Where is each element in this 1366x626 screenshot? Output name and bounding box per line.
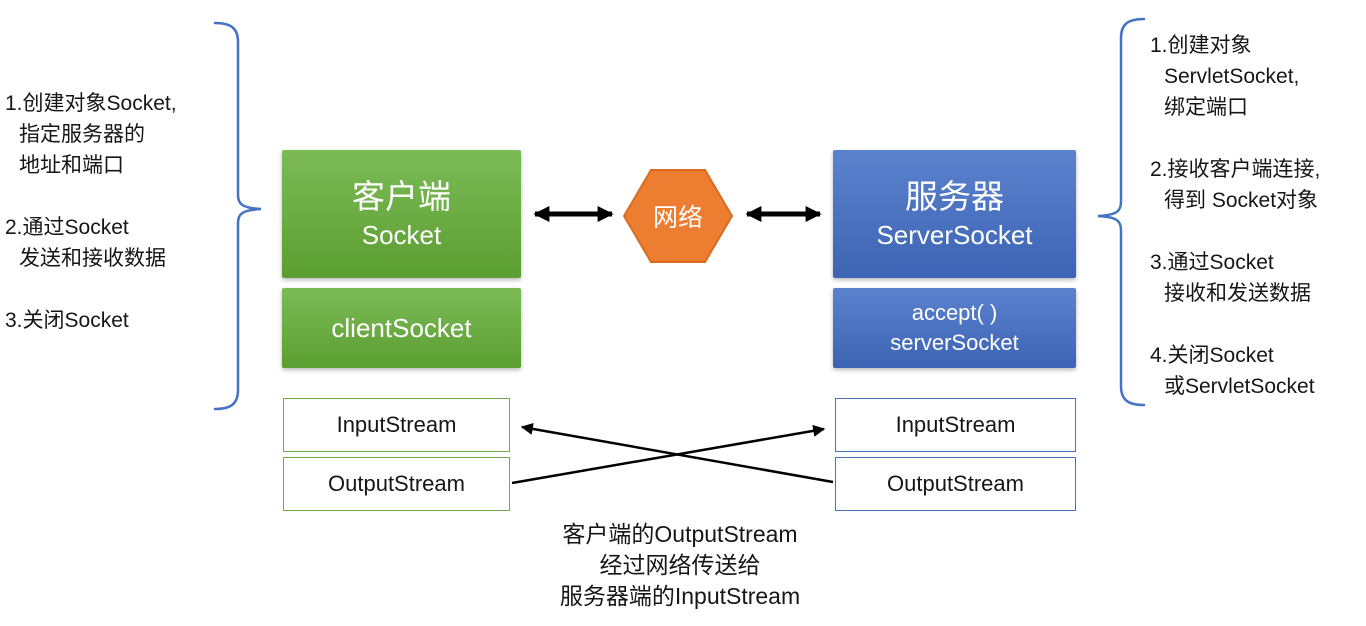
stream-flow-caption: 客户端的OutputStream 经过网络传送给 服务器端的InputStrea…: [460, 519, 900, 612]
note-line: 地址和端口: [19, 154, 124, 177]
caption-line-3: 服务器端的InputStream: [559, 583, 801, 609]
note-line: ServletSocket,: [1164, 65, 1300, 88]
client-step-3: 3.关闭Socket: [5, 305, 235, 336]
client-socket-box: clientSocket: [282, 288, 521, 368]
arrow-server-output-to-client-input: [520, 422, 834, 484]
right-brace: [1097, 17, 1146, 407]
server-box-title: 服务器: [905, 178, 1004, 215]
client-inputstream-label: InputStream: [336, 412, 457, 437]
client-socket-label: clientSocket: [331, 313, 472, 343]
server-step-4: 4.关闭Socket 或ServletSocket: [1150, 340, 1366, 402]
server-outputstream-box: OutputStream: [835, 457, 1076, 511]
server-socket-box: accept( ) serverSocket: [833, 288, 1076, 368]
client-step-1: 1.创建对象Socket, 指定服务器的 地址和端口: [5, 88, 235, 181]
client-outputstream-label: OutputStream: [328, 471, 465, 496]
server-outputstream-label: OutputStream: [887, 471, 1024, 496]
server-accept-label: accept( ): [911, 300, 998, 325]
note-line: 3.关闭Socket: [5, 309, 129, 332]
network-label: 网络: [652, 204, 703, 232]
note-line: 接收和发送数据: [1164, 282, 1311, 305]
arrow-client-output-to-server-input: [511, 424, 826, 485]
client-step-2: 2.通过Socket 发送和接收数据: [5, 212, 235, 274]
client-box: 客户端 Socket: [282, 150, 521, 278]
note-line: 绑定端口: [1164, 96, 1248, 119]
note-line: 1.创建对象Socket,: [5, 92, 177, 115]
server-step-2: 2.接收客户端连接, 得到 Socket对象: [1150, 154, 1366, 216]
server-socket-label: serverSocket: [890, 330, 1019, 355]
caption-line-1: 客户端的OutputStream: [562, 521, 798, 547]
note-line: 2.通过Socket: [5, 216, 129, 239]
client-outputstream-box: OutputStream: [283, 457, 510, 511]
note-line: 得到 Socket对象: [1164, 189, 1319, 212]
server-step-1: 1.创建对象 ServletSocket, 绑定端口: [1150, 30, 1366, 123]
note-line: 4.关闭Socket: [1150, 344, 1274, 367]
client-inputstream-box: InputStream: [283, 398, 510, 452]
caption-line-2: 经过网络传送给: [599, 552, 761, 578]
left-brace: [213, 21, 262, 411]
server-inputstream-box: InputStream: [835, 398, 1076, 452]
server-steps-list: 1.创建对象 ServletSocket, 绑定端口 2.接收客户端连接, 得到…: [1150, 30, 1366, 433]
client-box-subtitle: Socket: [361, 220, 442, 250]
note-line: 发送和接收数据: [19, 247, 166, 270]
network-hexagon: 网络: [622, 168, 734, 264]
client-steps-list: 1.创建对象Socket, 指定服务器的 地址和端口 2.通过Socket 发送…: [5, 88, 235, 367]
server-box-subtitle: ServerSocket: [876, 220, 1033, 250]
note-line: 或ServletSocket: [1164, 375, 1315, 398]
note-line: 指定服务器的: [19, 123, 145, 146]
server-box: 服务器 ServerSocket: [833, 150, 1076, 278]
hexagon-shape: [622, 169, 734, 263]
note-line: 1.创建对象: [1150, 34, 1252, 57]
server-inputstream-label: InputStream: [895, 412, 1016, 437]
client-box-title: 客户端: [352, 178, 451, 215]
note-line: 2.接收客户端连接,: [1150, 158, 1321, 181]
server-step-3: 3.通过Socket 接收和发送数据: [1150, 247, 1366, 309]
note-line: 3.通过Socket: [1150, 251, 1274, 274]
